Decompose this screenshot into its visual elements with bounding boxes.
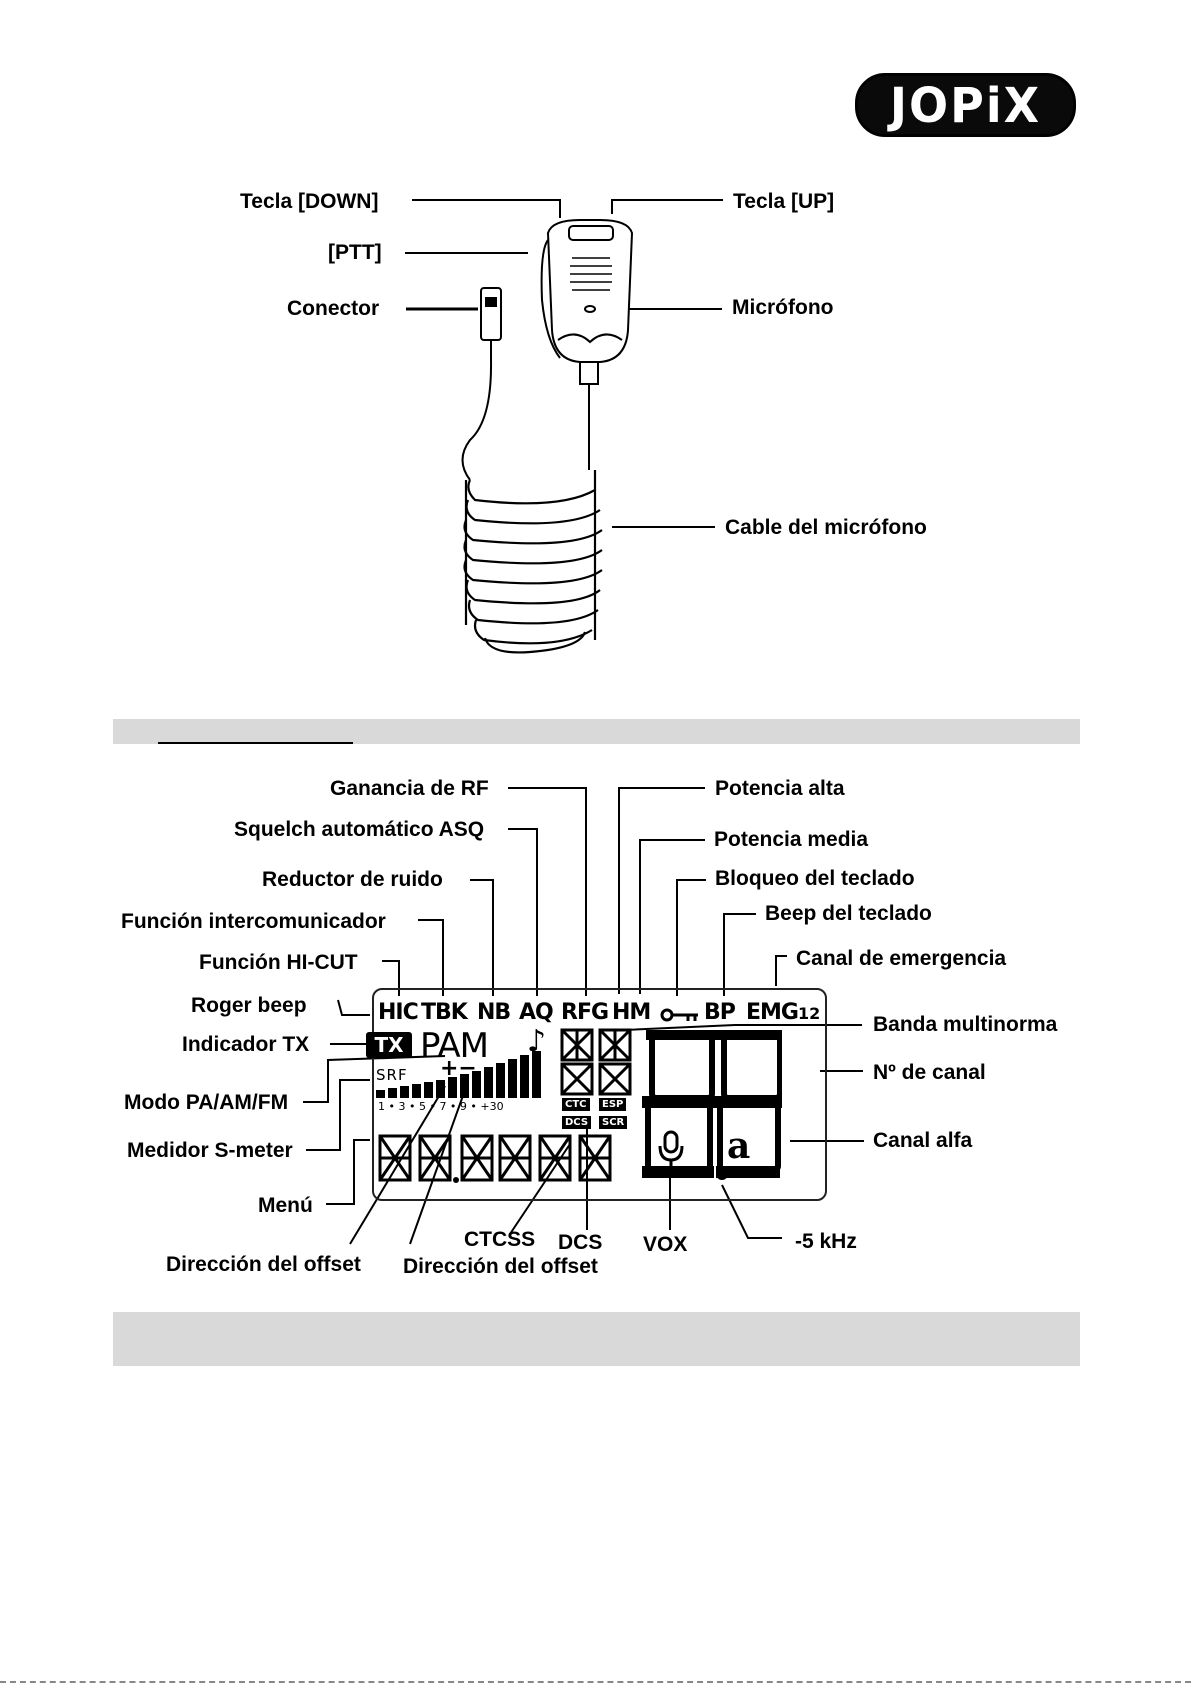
label-dcs: DCS: [558, 1231, 603, 1254]
label-ctcss: CTCSS: [464, 1228, 536, 1251]
label-offset-right: Dirección del offset: [403, 1255, 598, 1278]
label-high-power: Potencia alta: [715, 777, 845, 800]
lcd-hic: HIC: [378, 1000, 419, 1025]
label-down-key: Tecla [DOWN]: [240, 190, 379, 213]
multiband-digits: [560, 1028, 632, 1096]
lcd-alpha-char: a: [727, 1125, 751, 1167]
lcd-rfg: RFG: [561, 1000, 609, 1025]
label-channel-number: Nº de canal: [873, 1061, 986, 1084]
label-mode: Modo PA/AM/FM: [124, 1091, 289, 1114]
section-footer-bar: [113, 1312, 1080, 1366]
section-header-bar: [113, 719, 1080, 744]
lcd-nb: NB: [477, 1000, 511, 1025]
channel-number-digits: [642, 1030, 782, 1180]
label-talkback: Función intercomunicador: [121, 910, 386, 933]
label-emergency: Canal de emergencia: [796, 947, 1007, 970]
label-connector: Conector: [287, 297, 380, 320]
connector-plug: [480, 287, 502, 341]
lcd-leader-lines: [303, 787, 864, 1245]
label-tx-indicator: Indicador TX: [182, 1033, 310, 1056]
lcd-tbk: TBK: [421, 1000, 468, 1025]
label-hicut: Función HI-CUT: [199, 951, 358, 974]
lcd-srf: SRF: [376, 1066, 408, 1084]
lcd-offset-signs: +−: [440, 1056, 477, 1081]
mic-top-key: [568, 225, 614, 241]
mic-body: [546, 219, 634, 363]
label-smeter: Medidor S-meter: [127, 1139, 293, 1162]
brand-logo: JOPiX: [855, 73, 1076, 137]
smeter-scale: 1 • 3 • 5 • 7 • 9 • +30: [378, 1100, 504, 1113]
lcd-emg: EMG: [746, 1000, 799, 1025]
lcd-bp: BP: [704, 1000, 736, 1025]
label-asq: Squelch automático ASQ: [234, 818, 485, 841]
lcd-hm: HM: [612, 1000, 651, 1025]
lcd-mode-pam: PAM: [420, 1026, 489, 1066]
label-key-beep: Beep del teclado: [765, 902, 932, 925]
label-mic-cable: Cable del micrófono: [725, 516, 927, 539]
label-vox: VOX: [643, 1233, 688, 1256]
microphone-drawing: [405, 199, 723, 654]
section-header-underline: [158, 742, 353, 744]
label-key-lock: Bloqueo del teclado: [715, 867, 915, 890]
label-rf-gain: Ganancia de RF: [330, 777, 489, 800]
smeter-bars: [376, 1051, 541, 1098]
lcd-panel: HIC TBK NB AQ RFG HM BP EMG 12 TX PAM ♪ …: [366, 988, 827, 1201]
label-mid-power: Potencia media: [714, 828, 869, 851]
label-microphone: Micrófono: [732, 296, 834, 319]
lcd-dcs: DCS: [562, 1116, 592, 1129]
lcd-emg-number: 12: [798, 1004, 821, 1023]
mic-strain-relief: [579, 361, 599, 385]
vox-mic-icon: [658, 1130, 684, 1170]
label-roger-beep: Roger beep: [191, 994, 307, 1017]
leader-up: [611, 199, 723, 214]
label-up-key: Tecla [UP]: [733, 190, 835, 213]
page-bottom-line: [0, 1681, 1191, 1683]
label-ptt: [PTT]: [328, 241, 382, 264]
menu-digits: [378, 1134, 612, 1183]
label-5khz: -5 kHz: [795, 1230, 857, 1253]
label-alpha-channel: Canal alfa: [873, 1129, 973, 1152]
key-icon: [660, 1008, 700, 1022]
label-menu: Menú: [258, 1194, 313, 1217]
label-noise-blanker: Reductor de ruido: [262, 868, 443, 891]
mic-hole: [584, 305, 596, 313]
note-icon: ♪: [527, 1024, 547, 1059]
label-multiband: Banda multinorma: [873, 1013, 1058, 1036]
lcd-scr: SCR: [599, 1116, 628, 1129]
label-offset-left: Dirección del offset: [166, 1253, 361, 1276]
leader-down: [412, 199, 561, 218]
lcd-ctc: CTC: [562, 1098, 590, 1111]
lcd-esp: ESP: [599, 1098, 627, 1111]
lcd-tx-indicator: TX: [366, 1032, 412, 1058]
lcd-aq: AQ: [519, 1000, 554, 1025]
